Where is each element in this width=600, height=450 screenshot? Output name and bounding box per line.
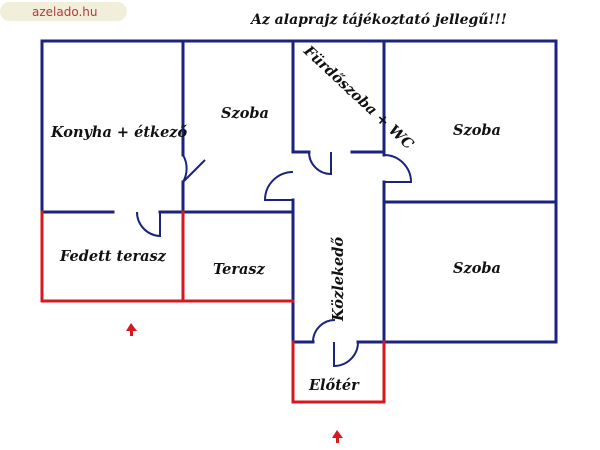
entrance-arrow-icon [126, 323, 137, 336]
wall-terrace-outer [40, 210, 295, 303]
door-corridor-right-room [383, 154, 413, 183]
room-label-terrace: Terasz [213, 261, 266, 278]
door-entrance [333, 341, 359, 368]
plan-title: Az alaprajz tájékoztató jellegű!!! [249, 12, 507, 28]
watermark-text: azelado.hu [32, 5, 98, 19]
interior-walls [40, 39, 558, 344]
watermark: azelado.hu [0, 2, 127, 21]
door-kitchen-terrace [135, 211, 161, 238]
doors [135, 151, 413, 368]
room-label-room-right-bottom: Szoba [453, 260, 501, 277]
room-label-bathroom: Fürdőszoba + WC [300, 42, 418, 153]
entrance-arrow-icon [332, 430, 343, 443]
watermark-badge [0, 2, 127, 21]
room-label-entrance: Előtér [308, 377, 360, 394]
door-entrance-inner [312, 319, 336, 343]
outdoor-walls [40, 210, 386, 404]
room-label-corridor: Közlekedő [330, 237, 347, 322]
door-kitchen-room-leaf [182, 159, 206, 183]
wall-entrance [291, 340, 386, 404]
door-bathroom [308, 151, 332, 176]
door-corridor-room [263, 171, 294, 201]
room-label-room-top: Szoba [221, 105, 269, 122]
room-label-room-right-top: Szoba [453, 122, 501, 139]
room-label-covered-terrace: Fedett terasz [59, 248, 167, 265]
room-label-kitchen: Konyha + étkező [50, 124, 188, 141]
